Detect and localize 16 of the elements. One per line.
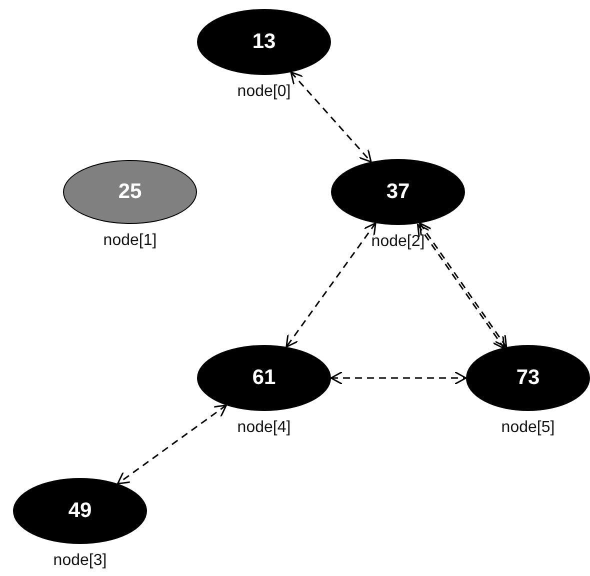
double-arrow [116,404,228,484]
node-caption: node[3] [53,552,107,570]
double-arrow [330,371,467,385]
node-caption: node[5] [501,419,555,437]
double-arrow [290,71,372,163]
node-value: 13 [252,30,276,54]
node-caption: node[0] [237,83,291,101]
node-caption: node[2] [371,233,425,251]
node-value: 49 [68,499,92,523]
node-value: 25 [118,180,142,204]
node-caption: node[1] [103,232,157,250]
node-value: 73 [516,366,540,390]
node-caption: node[4] [237,419,291,437]
node-value: 37 [386,180,410,204]
node-value: 61 [252,366,276,390]
double-arrow [286,222,376,348]
